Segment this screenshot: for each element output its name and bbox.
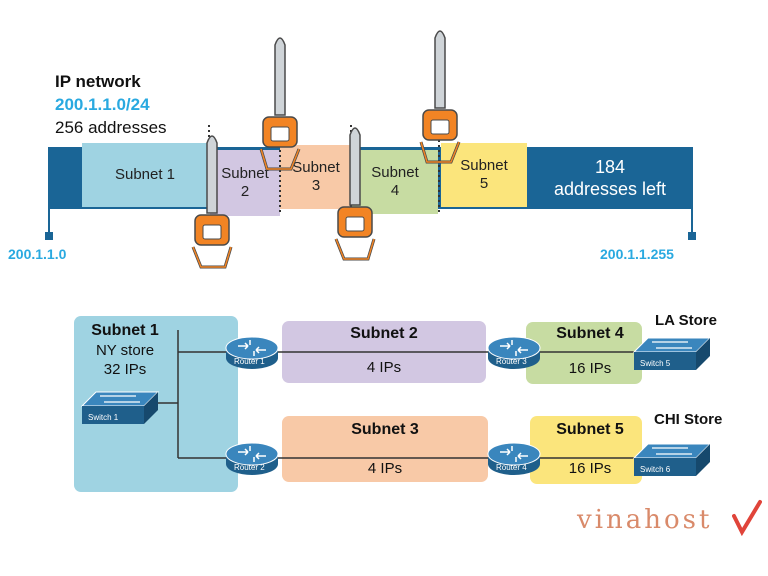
router-icon: Router 1 xyxy=(225,336,279,370)
switch-icon: Switch 6 xyxy=(633,443,711,477)
checkmark-icon xyxy=(732,500,762,536)
vinahost-logo: vinahost xyxy=(577,505,713,535)
switch-icon: Switch 5 xyxy=(633,337,711,371)
router-2-label: Router 2 xyxy=(234,463,265,472)
topology-diagram: Switch 1 Router 1 Router 2 Router 3 Rout… xyxy=(81,330,711,477)
range-start-address: 200.1.1.0 xyxy=(8,246,67,262)
chainsaw-icon xyxy=(259,36,301,171)
router-icon: Router 4 xyxy=(487,442,541,476)
router-icon: Router 3 xyxy=(487,336,541,370)
network-title: IP network xyxy=(55,72,141,91)
subnet-3-ip-count: 4 IPs xyxy=(367,460,403,477)
router-1-label: Router 1 xyxy=(234,357,265,366)
switch-1-label: Switch 1 xyxy=(88,413,119,422)
ny-store-label: NY store xyxy=(95,342,155,359)
chainsaw-icon xyxy=(191,134,233,269)
network-address-count: 256 addresses xyxy=(55,118,167,137)
subnet-4-title: Subnet 4 xyxy=(556,325,624,342)
bar-subnet-1: Subnet 1 xyxy=(82,143,208,207)
la-store-label: LA Store xyxy=(655,312,717,329)
switch-5-label: Switch 5 xyxy=(640,359,671,368)
chainsaw-icon xyxy=(334,126,376,261)
subnet-4-box xyxy=(526,322,642,384)
chi-store-label: CHI Store xyxy=(654,411,723,428)
subnet-5-ip-count: 16 IPs xyxy=(568,460,612,477)
subnet-3-title: Subnet 3 xyxy=(351,421,419,438)
address-bar-overlay xyxy=(45,29,696,269)
switch-6-label: Switch 6 xyxy=(640,465,671,474)
router-icon: Router 2 xyxy=(225,442,279,476)
switch-icon: Switch 1 xyxy=(81,391,159,425)
range-start-marker xyxy=(45,232,53,240)
network-cidr: 200.1.1.0/24 xyxy=(55,95,150,114)
subnet-5-box xyxy=(530,416,642,484)
chainsaw-icon xyxy=(419,29,461,164)
router-4-label: Router 4 xyxy=(496,463,527,472)
ny-ip-count: 32 IPs xyxy=(103,361,147,378)
range-end-address: 200.1.1.255 xyxy=(600,246,674,262)
router-3-label: Router 3 xyxy=(496,357,527,366)
subnet-5-title: Subnet 5 xyxy=(556,421,624,438)
subnet-2-title: Subnet 2 xyxy=(350,325,418,342)
subnet-4-ip-count: 16 IPs xyxy=(568,360,612,377)
subnet-2-ip-count: 4 IPs xyxy=(366,359,402,376)
range-end-marker xyxy=(688,232,696,240)
subnet-3-box xyxy=(282,416,488,482)
ny-subnet-title: Subnet 1 xyxy=(91,322,159,339)
